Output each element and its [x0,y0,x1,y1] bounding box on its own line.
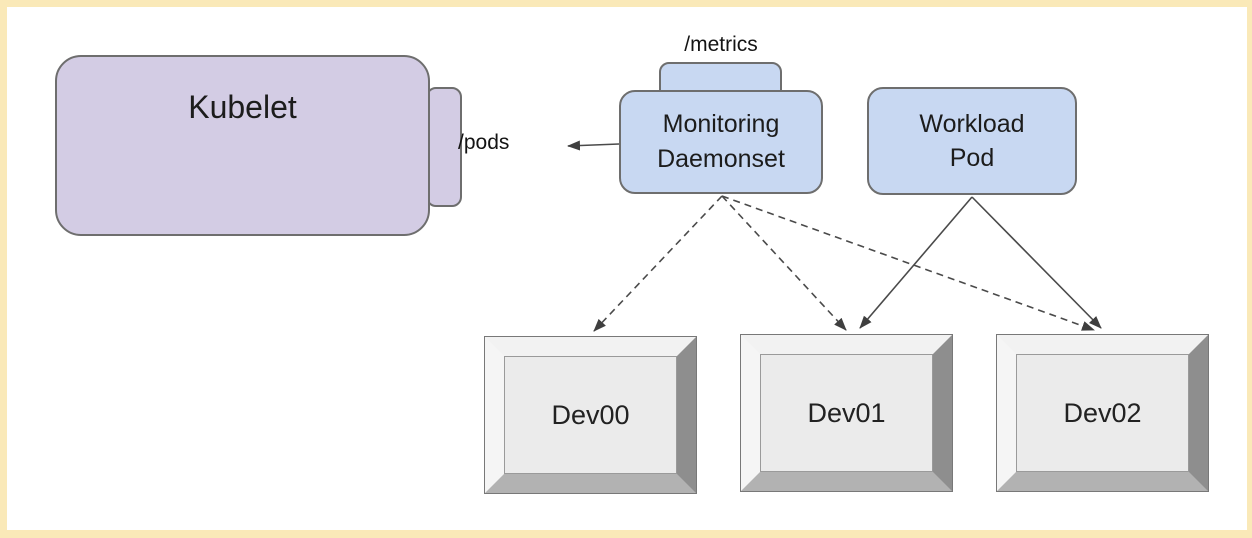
metrics-endpoint-label: /metrics [684,33,758,56]
workload-label-line1: Workload [919,110,1025,138]
monitoring-label-line1: Monitoring [662,110,780,138]
monitoring-daemonset-node: Monitoring Daemonset [619,90,823,194]
device-dev02-label: Dev02 [1016,354,1189,472]
kubelet-node: Kubelet [55,55,430,236]
device-dev01-label: Dev01 [760,354,933,472]
device-node-dev01: Dev01 [740,334,953,492]
pods-endpoint-label: /pods [458,131,510,154]
device-node-dev02: Dev02 [996,334,1209,492]
workload-pod-node: Workload Pod [867,87,1077,195]
kubelet-label: Kubelet [188,89,297,125]
device-node-dev00: Dev00 [484,336,697,494]
device-dev00-label: Dev00 [504,356,677,474]
kubelet-pods-port [426,87,462,207]
workload-label-line2: Pod [949,144,995,172]
monitoring-label-line2: Daemonset [657,145,785,173]
